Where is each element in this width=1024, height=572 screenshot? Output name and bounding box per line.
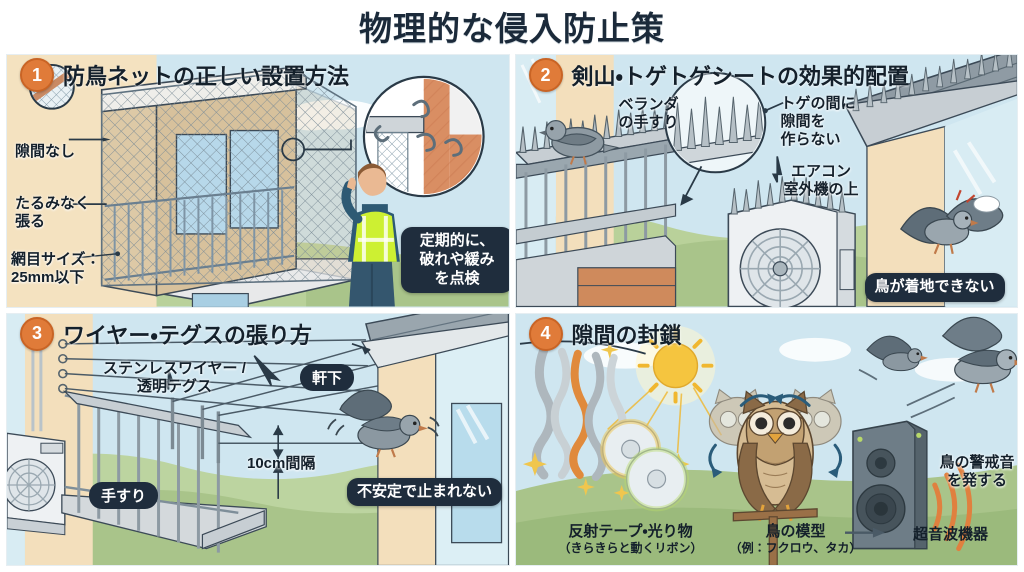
wire-type-label: ステンレスワイヤー / 透明テグス <box>103 359 246 395</box>
unstable-bird <box>327 389 440 458</box>
panel1-artwork <box>28 55 509 307</box>
panel4-number-badge: 4 <box>528 316 563 351</box>
on-top-of-ac-unit-label: エアコン 室外機の上 <box>783 163 859 198</box>
spacing-label: 10cm間隔 <box>247 454 316 472</box>
cd-discs <box>599 418 689 511</box>
no-gap-label: 隙間なし <box>15 143 76 160</box>
ac-outdoor-unit <box>727 176 856 307</box>
unstable-bubble: 不安定で止まれない <box>347 477 503 507</box>
panel3-title: ワイヤー・テグスの張り方 <box>63 322 312 348</box>
panel3-header: 3 ワイヤー・テグスの張り方 <box>7 314 509 354</box>
panel2-header: 2 剣山・トゲトゲシートの効果的配置 <box>516 55 1018 95</box>
alarm-sound-label: 鳥の警戒音 を発する <box>939 453 1015 489</box>
perched-pigeon <box>538 120 620 165</box>
speaker <box>851 420 928 549</box>
panel-gap-sealing: 4 隙間の封鎖 鳥の警戒音 を発する 反射テープ・光り物 <box>514 312 1018 566</box>
reflective-tape-caption: 反射テープ・光り物 （きらきらと動くリボン） <box>558 523 703 555</box>
panel2-title: 剣山・トゲトゲシートの効果的配置 <box>571 64 909 89</box>
panel-bird-net: 1 防鳥ネットの正しい設置方法 隙間なし たるみなく 張る 網目サイズ： 25m… <box>6 54 510 308</box>
panel4-header: 4 隙間の封鎖 <box>516 314 1018 354</box>
handrail-pill: 手すり <box>89 481 159 509</box>
panel1-number-badge: 1 <box>20 58 54 92</box>
panel2-number-badge: 2 <box>528 58 563 92</box>
eaves-pill: 軒下 <box>300 363 355 391</box>
title-bar: 物理的な侵入防止策 <box>0 0 1024 52</box>
panel4-artwork <box>515 313 1017 565</box>
panel-grid: 1 防鳥ネットの正しい設置方法 隙間なし たるみなく 張る 網目サイズ： 25m… <box>6 54 1018 566</box>
balcony-railing-label: ベランダ の手すり <box>618 96 679 131</box>
page-title: 物理的な侵入防止策 <box>359 10 665 47</box>
no-gap-between-spikes-label: トゲの間に 隙間を 作らない <box>780 95 856 148</box>
ultrasonic-device-caption: 超音波機器 <box>912 525 988 543</box>
arrow-right-icon <box>844 527 885 538</box>
panel1-header: 1 防鳥ネットの正しい設置方法 <box>7 55 509 95</box>
panel-spike-sheet: 2 剣山・トゲトゲシートの効果的配置 ベランダ の手すり トゲの間に 隙間を 作… <box>514 54 1018 308</box>
sun <box>606 325 722 453</box>
panel1-title: 防鳥ネットの正しい設置方法 <box>63 64 350 89</box>
bird-decoy-caption: 鳥の模型 （例：フクロウ、タカ） <box>729 523 862 555</box>
panel3-number-badge: 3 <box>20 316 54 351</box>
inspection-bubble: 定期的に、 破れや緩み を点検 <box>401 227 509 294</box>
sound-wave-icon <box>931 462 972 551</box>
mesh-size-label: 網目サイズ： 25mm以下 <box>11 251 101 286</box>
panel2-artwork <box>515 55 1017 307</box>
panel4-title: 隙間の封鎖 <box>571 322 682 348</box>
panel-wire-tension: 3 ワイヤー・テグスの張り方 ステンレスワイヤー / 透明テグス 10cm間隔 … <box>6 312 510 566</box>
flying-frustrated-pigeon <box>899 189 1003 255</box>
owl-decoy <box>707 388 842 565</box>
flying-birds <box>858 316 1017 418</box>
no-slack-label: たるみなく 張る <box>15 195 91 230</box>
panel4-caption-band: 反射テープ・光り物 （きらきらと動くリボン） 鳥の模型 （例：フクロウ、タカ） … <box>516 503 1018 565</box>
panel3-artwork <box>7 313 509 565</box>
cannot-land-bubble: 鳥が着地できない <box>864 273 1005 302</box>
worker-figure <box>341 163 400 307</box>
